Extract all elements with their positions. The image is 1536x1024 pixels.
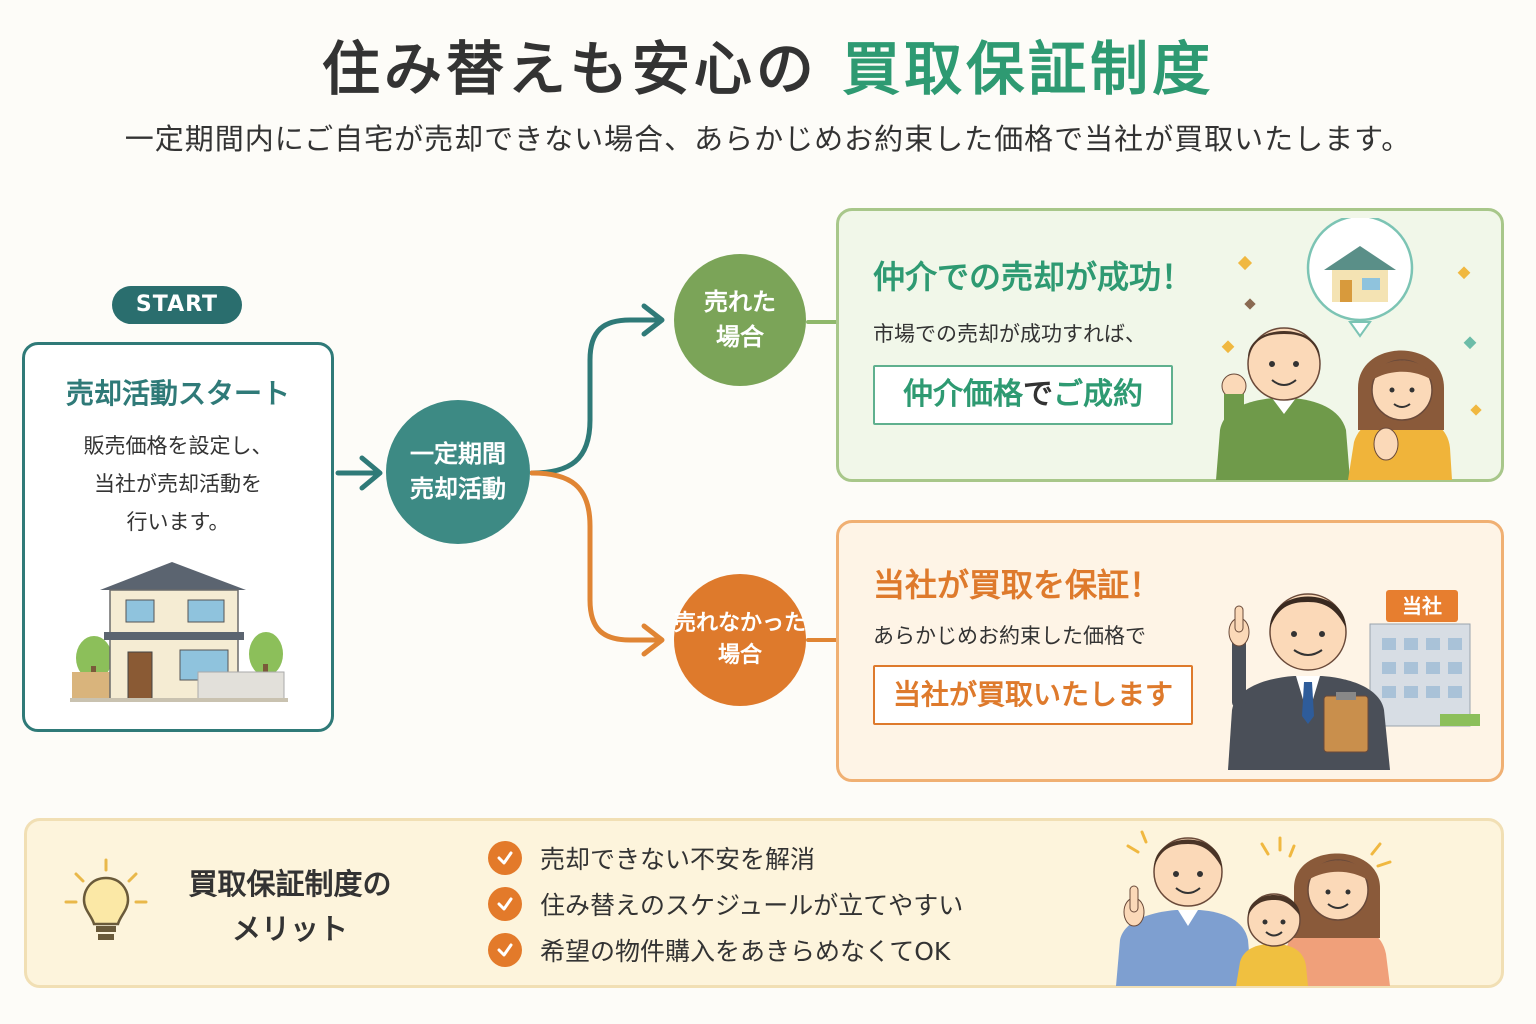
building-icon bbox=[1369, 623, 1480, 727]
start-desc-line: 行います。 bbox=[126, 510, 230, 534]
businessman-illustration bbox=[1228, 593, 1480, 770]
guarantee-desc: あらかじめお約束した価格で bbox=[873, 624, 1146, 648]
title-accent: 買取保証制度 bbox=[842, 35, 1215, 103]
highlight-part: ご成約 bbox=[1053, 377, 1143, 412]
unsold-line: 売れなかった bbox=[674, 611, 807, 637]
success-highlight: 仲介価格でご成約 bbox=[873, 365, 1173, 425]
middle-step-line: 売却活動 bbox=[410, 475, 506, 503]
merit-item: 住み替えのスケジュールが立てやすい bbox=[488, 886, 963, 922]
highlight-part: で bbox=[1023, 377, 1053, 412]
couple-illustration bbox=[1216, 218, 1482, 480]
success-desc: 市場での売却が成功すれば、 bbox=[873, 322, 1146, 346]
success-title: 仲介での売却が成功！ bbox=[873, 258, 1194, 296]
title-main: 住み替えも安心の bbox=[321, 35, 818, 103]
house-icon bbox=[1324, 246, 1396, 302]
check-icon bbox=[488, 841, 522, 875]
sold-circle: 売れた 場合 bbox=[674, 254, 806, 386]
page-title: 住み替えも安心の 買取保証制度 bbox=[0, 22, 1536, 106]
merit-item-label: 売却できない不安を解消 bbox=[540, 845, 816, 874]
middle-step-circle: 一定期間 売却活動 bbox=[386, 400, 530, 544]
start-badge: START bbox=[112, 286, 242, 324]
arrow-icon bbox=[641, 623, 665, 657]
lightbulb-icon bbox=[64, 858, 148, 940]
sold-line: 売れた bbox=[704, 288, 776, 317]
start-title: 売却活動スタート bbox=[65, 377, 290, 410]
house-icon bbox=[70, 562, 288, 702]
highlight-part: 仲介価格 bbox=[903, 377, 1023, 412]
merit-item-label: 住み替えのスケジュールが立てやすい bbox=[540, 891, 964, 920]
merit-item: 売却できない不安を解消 bbox=[488, 840, 815, 876]
company-sign: 当社 bbox=[1386, 590, 1458, 622]
arrow-middle-to-unsold bbox=[529, 470, 661, 643]
middle-step-line: 一定期間 bbox=[410, 440, 506, 469]
merit-item: 希望の物件購入をあきらめなくてOK bbox=[488, 932, 950, 968]
unsold-circle: 売れなかった 場合 bbox=[674, 574, 806, 706]
arrow-middle-to-sold bbox=[529, 317, 661, 476]
merit-title: 買取保証制度の メリット bbox=[160, 862, 420, 952]
sparkle-icon bbox=[1126, 830, 1392, 868]
check-icon bbox=[488, 933, 522, 967]
family-illustration bbox=[1116, 830, 1392, 986]
guarantee-highlight: 当社が買取いたします bbox=[873, 665, 1193, 725]
start-desc-line: 販売価格を設定し、 bbox=[83, 434, 273, 458]
merit-title-line: メリット bbox=[231, 911, 348, 946]
check-icon bbox=[488, 887, 522, 921]
guarantee-title: 当社が買取を保証！ bbox=[873, 566, 1162, 604]
start-desc-line: 当社が売却活動を bbox=[94, 472, 262, 496]
arrow-icon bbox=[359, 455, 383, 491]
arrow-icon bbox=[641, 303, 665, 337]
page-subtitle: 一定期間内にご自宅が売却できない場合、あらかじめお約束した価格で当社が買取いたし… bbox=[124, 122, 1412, 156]
merit-item-label: 希望の物件購入をあきらめなくてOK bbox=[540, 937, 951, 966]
unsold-line: 場合 bbox=[717, 643, 762, 668]
sold-line: 場合 bbox=[716, 323, 764, 351]
merit-title-line: 買取保証制度の bbox=[188, 867, 392, 901]
